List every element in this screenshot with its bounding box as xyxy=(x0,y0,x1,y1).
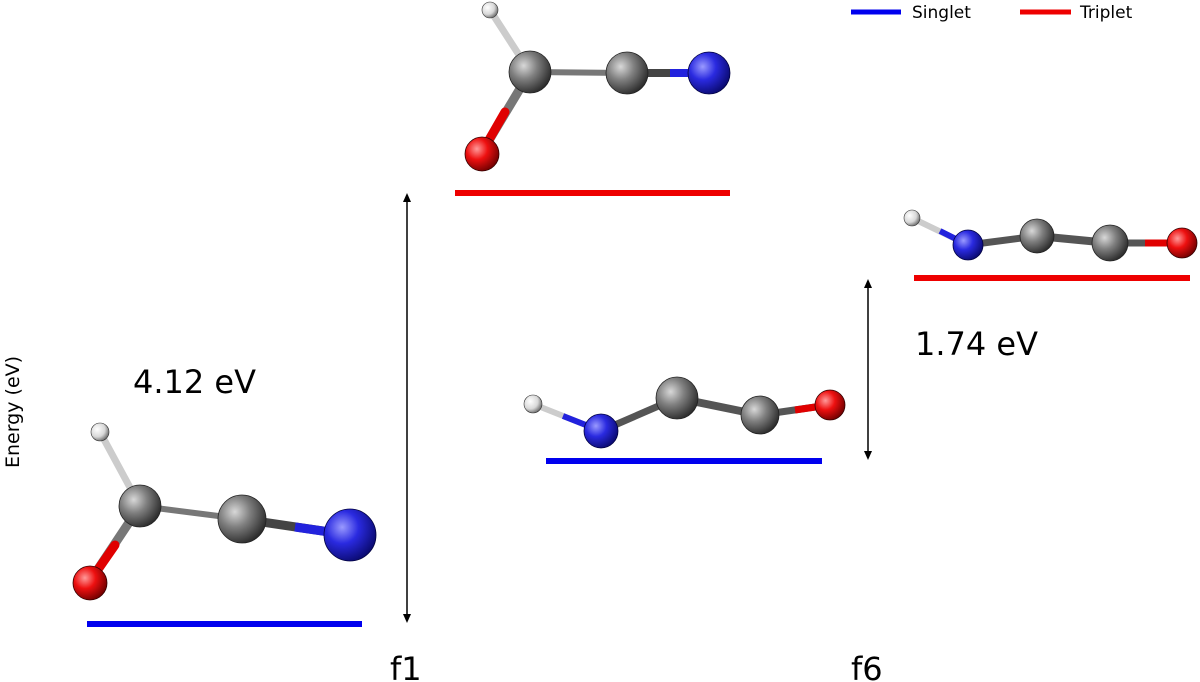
hydrogen-atom xyxy=(523,394,543,414)
carbon-atom xyxy=(605,51,649,95)
legend-singlet-label: Singlet xyxy=(912,3,971,23)
hydrogen-atom xyxy=(903,209,921,227)
carbon-atom xyxy=(118,484,162,528)
legend-triplet-label: Triplet xyxy=(1079,3,1133,23)
oxygen-atom xyxy=(814,389,846,421)
y-axis-label: Energy (eV) xyxy=(2,356,24,468)
oxygen-atom xyxy=(72,565,108,601)
f1-gap-value: 4.12 eV xyxy=(133,363,256,401)
nitrogen-atom xyxy=(323,508,377,562)
carbon-atom xyxy=(740,395,780,435)
hydrogen-atom xyxy=(481,1,499,19)
f1-label: f1 xyxy=(390,650,422,682)
oxygen-atom xyxy=(1166,227,1198,259)
oxygen-atom xyxy=(464,136,500,172)
carbon-atom xyxy=(1091,224,1129,262)
f1-triplet-molecule xyxy=(464,1,731,172)
f6-singlet-molecule xyxy=(523,376,846,449)
f6-gap-value: 1.74 eV xyxy=(915,325,1038,363)
carbon-atom xyxy=(1019,218,1055,254)
hydrogen-atom xyxy=(90,422,110,442)
f1-singlet-molecule xyxy=(72,422,377,601)
f6-triplet-molecule xyxy=(903,209,1198,262)
legend: Singlet Triplet xyxy=(851,3,1133,23)
carbon-atom xyxy=(508,50,552,94)
nitrogen-atom xyxy=(583,413,619,449)
carbon-atom xyxy=(655,376,699,420)
carbon-atom xyxy=(217,494,267,544)
f6-label: f6 xyxy=(851,650,883,682)
nitrogen-atom xyxy=(952,229,984,261)
nitrogen-atom xyxy=(687,51,731,95)
